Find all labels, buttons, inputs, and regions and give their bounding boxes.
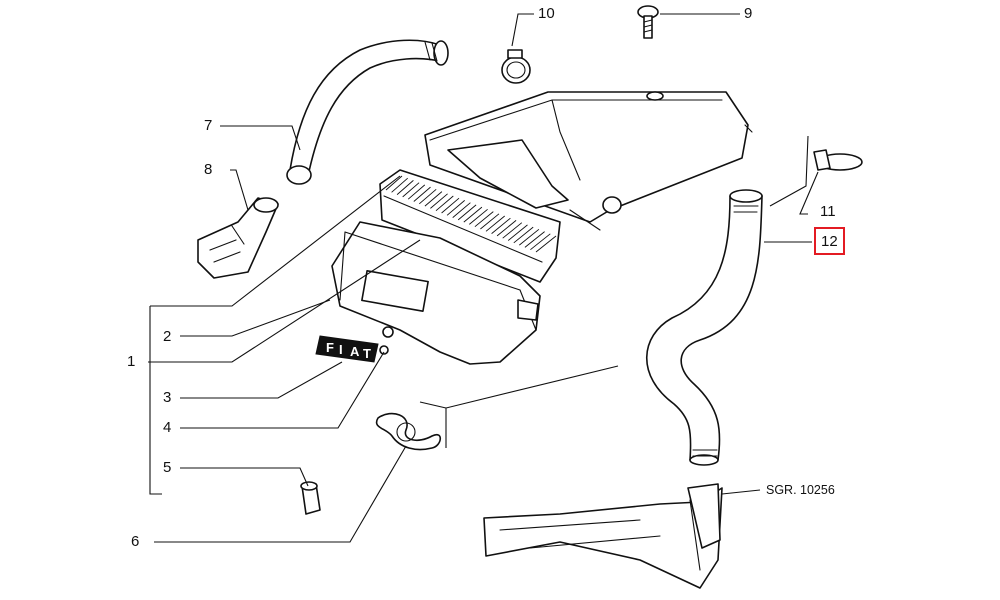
callout-10: 10 (538, 5, 555, 22)
bracket-1 (149, 306, 162, 495)
part-6-seal (375, 412, 442, 451)
callout-6: 6 (131, 533, 140, 550)
logo-letter: I (339, 342, 343, 357)
part-12-hose (645, 189, 763, 466)
airbox-upper-cover (424, 91, 753, 231)
callout-3: 3 (163, 389, 172, 406)
part-8-intake-bracket (197, 197, 279, 279)
callout-2: 2 (163, 328, 172, 345)
part-10-hose-clamp (501, 49, 531, 84)
callout-5: 5 (163, 459, 172, 476)
part-7-hose (286, 39, 449, 185)
part-3-fiat-badge: F I A T (315, 335, 379, 363)
logo-letter: T (363, 346, 371, 361)
part-4-screw (379, 345, 389, 355)
callout-11: 11 (820, 203, 836, 220)
airbox-lower-housing (331, 221, 541, 365)
logo-letter: A (350, 344, 360, 359)
callout-4: 4 (163, 419, 172, 436)
callout-9: 9 (744, 5, 753, 22)
callout-8: 8 (204, 161, 213, 178)
callout-1: 1 (127, 353, 136, 370)
logo-letter: F (326, 340, 334, 355)
callout-12-highlighted: 12 (814, 227, 845, 255)
reference-code: SGR. 10256 (766, 483, 835, 497)
lower-air-duct (483, 483, 723, 589)
part-5-drain-valve (300, 481, 321, 515)
callout-7: 7 (204, 117, 213, 134)
part-11-clamp (813, 149, 863, 171)
leader-lines (148, 13, 819, 543)
air-filter-element (379, 169, 561, 283)
part-9-bolt (637, 5, 659, 39)
